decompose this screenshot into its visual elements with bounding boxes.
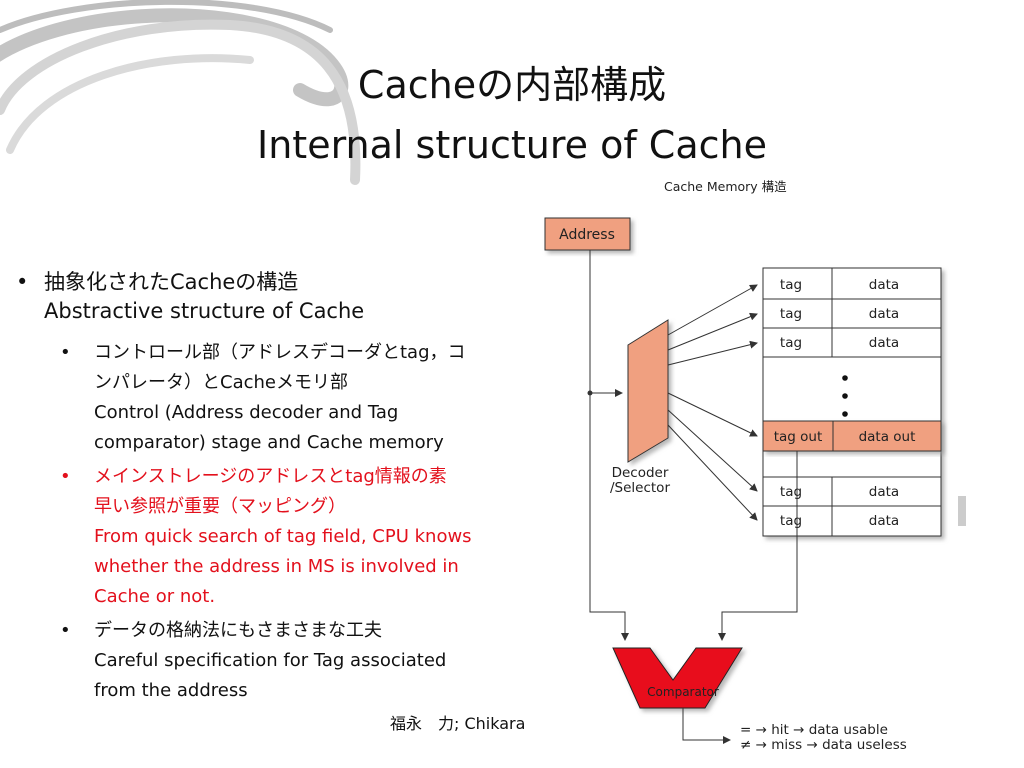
slide-title-jp: Cacheの内部構成 xyxy=(357,63,667,107)
comparator-label: Comparator xyxy=(647,685,719,699)
sub-bullet-control-en2: comparator) stage and Cache memory xyxy=(94,432,444,453)
decoder-shape xyxy=(627,319,669,463)
sub-bullet-mapping-en1: From quick search of tag field, CPU know… xyxy=(94,526,472,547)
decoder-label-1: Decoder xyxy=(612,465,669,481)
ellipsis-dots xyxy=(842,375,848,417)
sub-bullet-mapping-jp2: 早い参照が重要（マッピング） xyxy=(94,496,346,517)
address-to-comparator-line xyxy=(589,250,629,641)
tag-to-comparator-line xyxy=(718,451,798,641)
tag-cell: tag xyxy=(780,277,802,293)
bullet-list: 抽象化されたCacheの構造 Abstractive structure of … xyxy=(14,268,544,706)
tag-cell: tag xyxy=(780,513,802,529)
data-cell: data xyxy=(869,277,899,293)
sub-bullet-control-jp1: コントロール部（アドレスデコーダとtag，コ xyxy=(94,342,466,363)
data-cell: data xyxy=(869,484,899,500)
sub-bullet-storage-en2: from the address xyxy=(94,680,248,701)
bullet-main-en: Abstractive structure of Cache xyxy=(44,299,365,323)
hit-line: = → hit → data usable xyxy=(740,722,888,738)
footer-author: 福永 力; Chikara xyxy=(390,714,526,733)
sub-bullet-control: コントロール部（アドレスデコーダとtag，コ ンパレータ）とCacheメモリ部 … xyxy=(14,338,544,458)
address-label: Address xyxy=(559,227,615,243)
miss-line: ≠ → miss → data useless xyxy=(740,737,907,753)
sub-bullet-mapping-en2: whether the address in MS is involved in xyxy=(94,556,459,577)
data-out-label: data out xyxy=(859,429,916,445)
sub-bullet-storage-en1: Careful specification for Tag associated xyxy=(94,650,447,671)
decoder-label-2: /Selector xyxy=(610,480,670,496)
slide-title-en: Internal structure of Cache xyxy=(257,123,767,167)
address-box xyxy=(544,217,631,251)
cache-diagram: Cache Memory 構造 Address Decoder /Selecto… xyxy=(544,179,942,753)
sub-bullet-mapping: メインストレージのアドレスとtag情報の素 早い参照が重要（マッピング） Fro… xyxy=(14,462,544,612)
comparator-shape xyxy=(612,647,743,709)
bullet-main: 抽象化されたCacheの構造 Abstractive structure of … xyxy=(14,268,544,326)
comparator-output-line xyxy=(682,708,731,744)
bullet-main-jp: 抽象化されたCacheの構造 xyxy=(44,270,299,294)
sub-bullet-mapping-en3: Cache or not. xyxy=(94,586,216,607)
sub-bullet-storage-jp: データの格納法にもさまさまな工夫 xyxy=(94,620,382,641)
sub-bullet-storage: データの格納法にもさまさまな工夫 Careful specification f… xyxy=(14,616,544,706)
decoder-output-arrows xyxy=(667,284,758,521)
tag-cell: tag xyxy=(780,306,802,322)
data-cell: data xyxy=(869,513,899,529)
output-row xyxy=(762,420,942,452)
data-cell: data xyxy=(869,335,899,351)
data-cell: data xyxy=(869,306,899,322)
background-swirl xyxy=(0,0,361,185)
sub-bullet-control-en1: Control (Address decoder and Tag xyxy=(94,402,399,423)
cache-table-grid xyxy=(763,268,941,536)
diagram-caption: Cache Memory 構造 xyxy=(664,179,787,194)
tag-out-label: tag out xyxy=(774,429,823,445)
sub-bullet-control-jp2: ンパレータ）とCacheメモリ部 xyxy=(94,372,348,393)
sub-bullet-mapping-jp1: メインストレージのアドレスとtag情報の素 xyxy=(94,466,447,487)
tag-cell: tag xyxy=(780,335,802,351)
cache-memory-table xyxy=(762,267,942,537)
tag-cell: tag xyxy=(780,484,802,500)
edge-mark xyxy=(958,496,966,526)
